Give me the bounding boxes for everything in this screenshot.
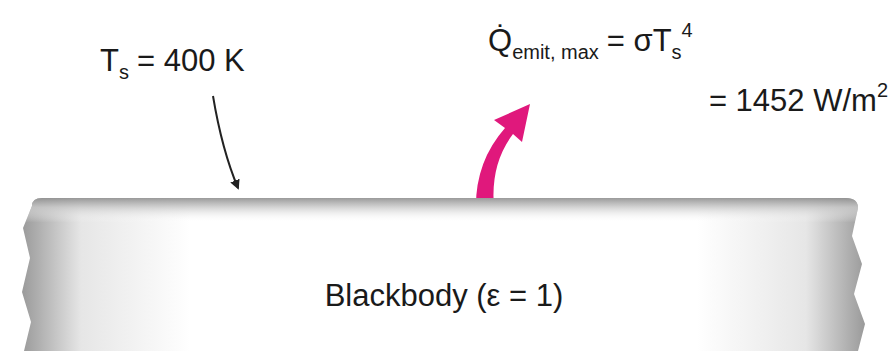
- subscript: s: [119, 61, 129, 83]
- body-label: Blackbody (ε = 1): [20, 196, 868, 314]
- blackbody-slab: Blackbody (ε = 1): [20, 196, 868, 351]
- subscript: emit, max: [512, 41, 599, 63]
- slab-shape: [20, 196, 868, 351]
- leader-arrow: [213, 96, 238, 188]
- subscript: s: [672, 41, 682, 63]
- formula-text: = 400 K: [137, 43, 245, 78]
- formula-text: = σT: [607, 23, 672, 58]
- temperature-label: Ts = 400 K: [100, 42, 245, 84]
- formula-text: Q̇: [488, 23, 512, 58]
- equation-value: = 1452 W/m2: [709, 78, 888, 119]
- formula-text: = 1452 W/m: [709, 83, 877, 118]
- superscript: 4: [682, 19, 693, 41]
- formula-text: T: [100, 43, 119, 78]
- equation-label: Q̇emit, max = σTs4: [488, 18, 693, 64]
- superscript: 2: [877, 79, 888, 101]
